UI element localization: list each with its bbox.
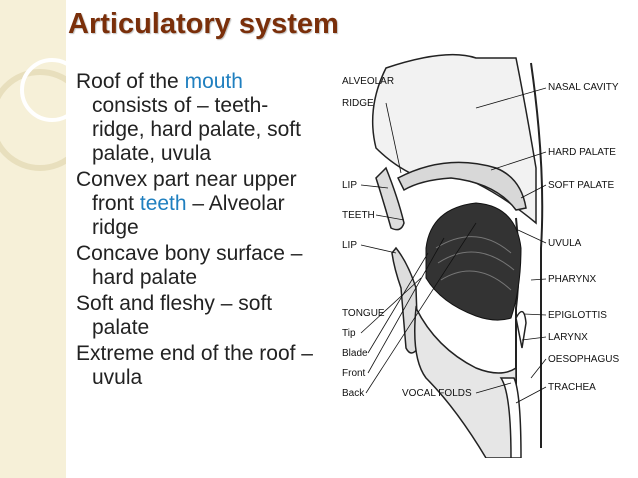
- bullet-text: – Alveolar ridge: [92, 192, 285, 239]
- bullet-text: Soft and fleshy – soft palate: [76, 292, 273, 339]
- label-pharynx: PHARYNX: [548, 274, 596, 285]
- label-blade: Blade: [342, 348, 368, 359]
- label-alveolar: ALVEOLAR: [342, 76, 394, 87]
- decorative-side-band: [0, 0, 66, 478]
- jaw-shape: [414, 305, 517, 458]
- bullet-item: Convex part near upper front teeth – Alv…: [76, 168, 316, 240]
- pharynx-wall: [530, 62, 544, 448]
- bullet-text: Extreme end of the roof – uvula: [76, 342, 313, 389]
- vocal-tract-diagram: ALVEOLAR RIDGE NASAL CAVITY HARD PALATE …: [342, 53, 619, 458]
- label-front: Front: [342, 368, 366, 379]
- trachea-shape: [499, 377, 522, 458]
- label-trachea: TRACHEA: [548, 382, 596, 393]
- bullet-text: Roof of the: [76, 70, 185, 93]
- label-back: Back: [342, 388, 365, 399]
- label-oesophagus: OESOPHAGUS: [548, 354, 619, 365]
- label-tip: Tip: [342, 328, 356, 339]
- bullet-list: Roof of the mouth consists of – teeth-ri…: [76, 70, 316, 392]
- bullet-highlight: mouth: [184, 70, 243, 93]
- bullet-item: Concave bony surface – hard palate: [76, 242, 316, 290]
- label-tongue: TONGUE: [342, 308, 385, 319]
- leader-lines: [360, 87, 547, 404]
- label-vocal-folds: VOCAL FOLDS: [402, 388, 472, 399]
- label-lip-lower: LIP: [342, 240, 357, 251]
- label-lip-upper: LIP: [342, 180, 357, 191]
- bullet-item: Extreme end of the roof – uvula: [76, 342, 316, 390]
- decorative-circles: [0, 58, 66, 171]
- label-nasal-cavity: NASAL CAVITY: [548, 82, 619, 93]
- label-uvula: UVULA: [548, 238, 582, 249]
- bullet-text: Concave bony surface – hard palate: [76, 242, 303, 289]
- tongue-shape: [425, 202, 522, 321]
- label-epiglottis: EPIGLOTTIS: [548, 310, 607, 321]
- label-larynx: LARYNX: [548, 332, 588, 343]
- label-soft-palate: SOFT PALATE: [548, 180, 614, 191]
- hard-palate-shape: [396, 161, 527, 211]
- upper-lip-shape: [375, 166, 405, 231]
- label-ridge: RIDGE: [342, 98, 374, 109]
- bullet-text: Convex part near upper front: [76, 168, 297, 215]
- bullet-item: Soft and fleshy – soft palate: [76, 292, 316, 340]
- bullet-highlight: teeth: [139, 192, 187, 215]
- bullet-item: Roof of the mouth consists of – teeth-ri…: [76, 70, 316, 166]
- label-teeth: TEETH: [342, 210, 375, 221]
- epiglottis-shape: [515, 310, 527, 349]
- slide-title: Articulatory system: [68, 8, 339, 40]
- tongue-striations: [435, 236, 515, 291]
- label-hard-palate: HARD PALATE: [548, 147, 616, 158]
- lower-lip-shape: [391, 246, 419, 354]
- bullet-text: consists of – teeth-ridge, hard palate, …: [92, 94, 301, 165]
